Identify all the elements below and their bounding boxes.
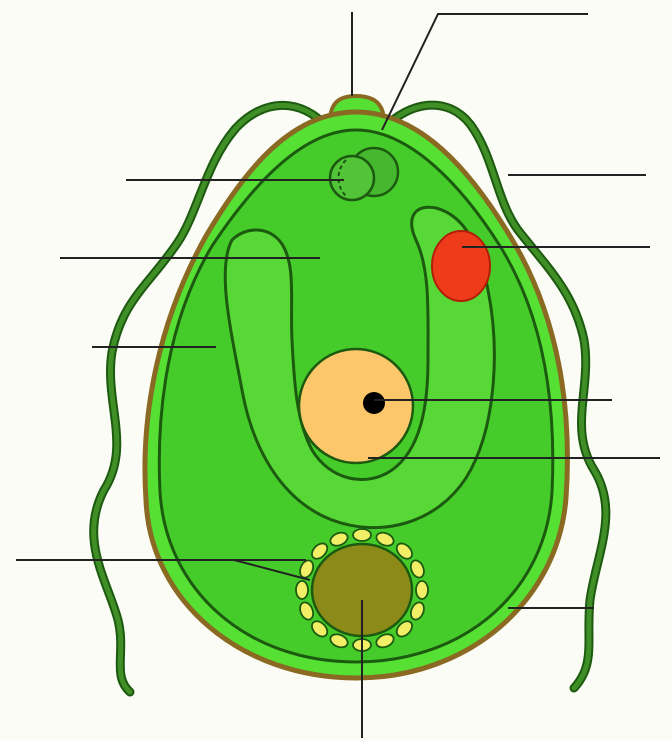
- starch-grain: [296, 581, 308, 599]
- contractile-vacuole-left: [330, 156, 374, 200]
- starch-grain: [416, 581, 428, 599]
- starch-grain: [353, 529, 371, 541]
- nucleus: [299, 349, 413, 463]
- eyespot: [432, 231, 490, 301]
- nucleolus: [363, 392, 385, 414]
